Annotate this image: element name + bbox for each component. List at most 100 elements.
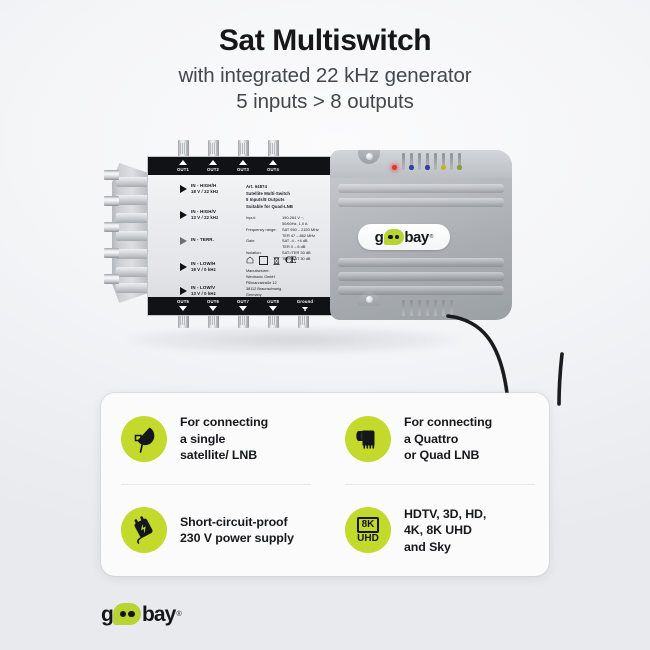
spec-block: Art. 64874 Satellite Multi-Switch 5 Inpu… xyxy=(246,184,338,262)
spec-row: Isolation: SAT>TER 30 dB TER>SAT 30 dB xyxy=(246,250,338,262)
input-spec: 13 V / 22 kHz xyxy=(191,214,219,220)
feature-text: HDTV, 3D, HD, 4K, 8K UHD and Sky xyxy=(404,506,487,554)
spec-table: Input: 190-264 V ~, 50/60Hz, 1,0 A Frequ… xyxy=(246,215,338,262)
top-output-bar: OUT1 OUT2 OUT3 OUT4 xyxy=(148,157,343,175)
vent-slot xyxy=(458,153,461,170)
product-name-label: Satellite Multi-Switch xyxy=(246,190,291,196)
out-label: OUT2 xyxy=(207,167,219,172)
spec-value: SAT>TER 30 dB TER>SAT 30 dB xyxy=(282,250,311,262)
8k-uhd-badge-icon: 8K UHD xyxy=(345,507,391,554)
input-spec: 18 V / 22 kHz xyxy=(191,188,219,194)
vent-slot xyxy=(418,300,421,316)
input-connector-2 xyxy=(104,196,119,206)
ground-label: Ground xyxy=(296,299,314,304)
spec-key: Isolation: xyxy=(246,250,262,256)
satellite-dish-icon xyxy=(121,415,167,462)
out-label: OUT4 xyxy=(267,167,279,172)
output-connector-4 xyxy=(268,140,279,157)
output-connector-3 xyxy=(238,140,249,157)
input-arrow-icon xyxy=(180,211,187,219)
out-label: OUT3 xyxy=(237,167,249,172)
spec-key: Input: xyxy=(246,215,256,220)
logo-letters-bay: bay xyxy=(404,228,429,246)
feature-item-quad-lnb: For connecting a Quattro or Quad LNB xyxy=(325,393,549,485)
vent-slot xyxy=(418,153,421,170)
status-led-4 xyxy=(441,165,446,170)
status-led-5 xyxy=(457,165,462,170)
logo-letter-g: g xyxy=(374,228,384,246)
power-plug-lightning-icon xyxy=(121,507,167,554)
ce-mark: CE xyxy=(285,255,296,265)
article-number: Art. 64874 xyxy=(246,184,268,189)
vent-slot xyxy=(450,153,453,170)
vent-slot xyxy=(402,300,405,316)
out-label: OUT7 xyxy=(237,299,249,304)
device-housing: g bay ® xyxy=(330,150,512,320)
input-arrow-icon xyxy=(180,185,187,193)
input-name: IN - HIGH/V xyxy=(191,209,217,214)
feature-text: For connecting a single satellite/ LNB xyxy=(180,415,269,462)
feature-item-uhd-support: 8K UHD HDTV, 3D, HD, 4K, 8K UHD and Sky xyxy=(325,485,549,577)
product-shadow xyxy=(128,326,458,354)
spec-value: SAT 950 – 2150 MHz TER 47 – 862 MHz xyxy=(282,226,319,238)
ground-symbol-icon xyxy=(302,307,308,311)
badge-uhd: UHD xyxy=(357,532,379,544)
housing-screw-bottom xyxy=(358,292,380,306)
out-label: OUT6 xyxy=(207,299,219,304)
output-connector-8 xyxy=(268,311,279,328)
vent-slot xyxy=(410,153,413,170)
vent-slot xyxy=(402,153,405,170)
spec-value: SAT -4 - +4 dB TER 0 – 6 dB xyxy=(282,238,308,250)
logo-letter-g: g xyxy=(101,602,114,626)
vent-slot xyxy=(434,153,437,170)
vent-slot xyxy=(410,300,413,316)
housing-screw-top xyxy=(358,150,380,164)
output-connector-6 xyxy=(208,311,219,328)
output-connector-1 xyxy=(178,140,189,157)
vent-slot xyxy=(442,300,445,316)
input-arrow-icon xyxy=(180,263,187,271)
output-connector-2 xyxy=(208,140,219,157)
spec-key: Frequency range: xyxy=(246,226,277,232)
device-brand-logo: g bay ® xyxy=(358,224,450,250)
feature-text: Short-circuit-proof 230 V power supply xyxy=(180,514,294,546)
bottom-output-bar: OUT5 OUT6 OUT7 OUT8 Ground xyxy=(148,297,343,315)
logo-registered-mark: ® xyxy=(429,234,434,240)
vent-slot xyxy=(434,300,437,316)
logo-registered-mark: ® xyxy=(176,610,182,618)
output-connector-7 xyxy=(238,311,249,328)
lnb-compat-label: Suitable for Quad-LNB xyxy=(246,203,293,209)
io-config-label: 5 Inputs/8 Outputs xyxy=(246,197,285,202)
vent-slot xyxy=(426,153,429,170)
header-subtitle-1: with integrated 22 kHz generator xyxy=(178,63,472,87)
house-mark-icon xyxy=(246,256,254,264)
feature-column-right: For connecting a Quattro or Quad LNB 8K … xyxy=(325,393,549,576)
lnb-icon xyxy=(345,415,391,462)
input-connector-5 xyxy=(104,274,119,284)
spec-value: 190-264 V ~, 50/60Hz, 1,0 A xyxy=(282,215,308,226)
footer-brand-logo: g bay ® xyxy=(101,603,182,625)
output-connector-5 xyxy=(178,311,189,328)
input-spec: 18 V / 0 kHz xyxy=(191,266,216,272)
product-image: OUT1 OUT2 OUT3 OUT4 OUT5 OUT6 OUT7 OUT8 … xyxy=(0,138,650,450)
power-cord xyxy=(446,314,564,406)
out-label: OUT1 xyxy=(177,167,189,172)
logo-speech-bubble-icon xyxy=(113,603,142,625)
logo-letters-bay: bay xyxy=(141,602,176,626)
input-connector-3 xyxy=(104,222,119,232)
status-led-power xyxy=(392,165,397,170)
vent-slot xyxy=(442,153,445,170)
product-label-plate: OUT1 OUT2 OUT3 OUT4 OUT5 OUT6 OUT7 OUT8 … xyxy=(147,156,344,316)
logo-speech-bubble-icon xyxy=(383,229,404,245)
square-mark-icon xyxy=(259,255,268,265)
feature-item-single-lnb: For connecting a single satellite/ LNB xyxy=(101,393,325,485)
input-name: IN - LOW/V xyxy=(191,285,216,290)
ground-connector xyxy=(298,311,309,328)
header-subtitle-2: 5 inputs > 8 outputs xyxy=(236,90,414,114)
spec-row: Input: 190-264 V ~, 50/60Hz, 1,0 A xyxy=(246,215,338,227)
vent-slot xyxy=(426,300,429,316)
feature-column-left: For connecting a single satellite/ LNB xyxy=(101,393,325,576)
spec-row: Gain: SAT -4 - +4 dB TER 0 – 6 dB xyxy=(246,238,338,250)
input-name: IN - TERR. xyxy=(191,237,214,242)
